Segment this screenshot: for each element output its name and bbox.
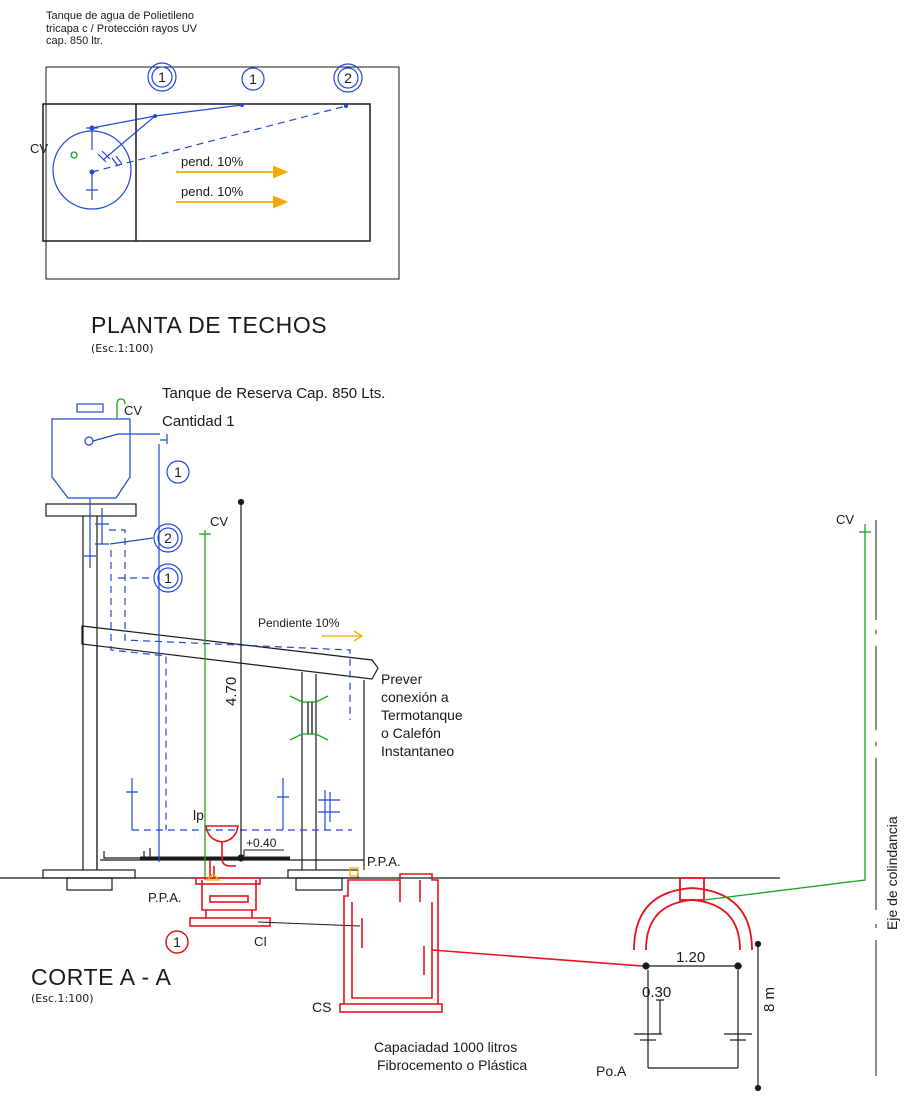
roof-tank-note-line-3: cap. 850 ltr. (46, 35, 103, 47)
section-marker-2: 2 (153, 523, 183, 553)
section-walls (42, 646, 365, 891)
roof-slope-arrow-2 (176, 195, 289, 209)
roof-slope-1: pend. 10% (181, 154, 244, 169)
ci-label: CI (254, 934, 267, 949)
section-cv-right: CV (836, 512, 854, 527)
roof-slope-2: pend. 10% (181, 184, 244, 199)
svg-text:1: 1 (158, 69, 166, 85)
heater-note: Prever conexión a Termotanque o Calefón … (381, 671, 463, 759)
tank-stand (45, 503, 137, 870)
svg-text:1: 1 (174, 464, 182, 480)
roof-tank-note-line-2: tricapa c / Protección rayos UV (46, 23, 198, 35)
svg-text:2: 2 (344, 70, 352, 86)
section-slope-label: Pendiente 10% (258, 616, 340, 630)
dim-depth-label: 8 m (761, 987, 778, 1012)
svg-text:Termotanque: Termotanque (381, 707, 463, 723)
cs-label: CS (312, 999, 331, 1015)
septic-note-line-1: Capaciadad 1000 litros (374, 1039, 517, 1055)
ppa-right-mark (349, 867, 359, 877)
roof-outline (45, 66, 400, 280)
poa-label: Po.A (596, 1063, 627, 1079)
roof-plan-title: PLANTA DE TECHOS (91, 312, 327, 338)
section-cv-mid: CV (210, 514, 228, 529)
svg-text:1: 1 (249, 71, 257, 87)
roof-plan-scale: (Esc.1:100) (91, 342, 154, 355)
height-dim-label: 4.70 (223, 677, 240, 706)
section-tank-title: Tanque de Reserva Cap. 850 Lts. (162, 385, 385, 402)
svg-text:Instantaneo: Instantaneo (381, 743, 454, 759)
boundary-label: Eje de colindancia (884, 816, 900, 930)
roof-marker-2: 2 (333, 63, 363, 93)
depth-dimension (754, 940, 762, 1092)
svg-text:2: 2 (164, 530, 172, 546)
tank-vent-pipe (116, 398, 126, 419)
roof-cv-label: CV (30, 141, 48, 156)
ppa-left-mark (205, 873, 221, 881)
section-a-a: Tanque de Reserva Cap. 850 Lts. Cantidad… (0, 385, 900, 1092)
dim-inner-label: 0.30 (642, 984, 671, 1001)
seepage-pit (634, 962, 752, 1069)
svg-text:Prever: Prever (381, 671, 423, 687)
roof-plan: Tanque de agua de Polietileno tricapa c … (30, 10, 400, 355)
svg-text:o Calefón: o Calefón (381, 725, 441, 741)
roof-slope-arrow-1 (176, 165, 289, 179)
seepage-pit-dome (633, 877, 753, 951)
roof-marker-1b: 1 (241, 67, 265, 91)
section-roof-slab (81, 625, 379, 680)
inspection-chamber (189, 860, 271, 927)
section-water-pipes (84, 444, 352, 862)
section-scale: (Esc.1:100) (31, 992, 94, 1005)
section-marker-1c: 1 (165, 930, 189, 954)
roof-slab (42, 103, 371, 242)
section-slope-arrow (322, 630, 364, 642)
lavatory (205, 825, 239, 867)
lavatory-label: lp (193, 807, 204, 823)
level-label: +0.40 (246, 836, 277, 850)
reserve-tank (51, 403, 168, 499)
section-marker-1b: 1 (153, 563, 183, 593)
septic-note-line-2: Fibrocemento o Plástica (377, 1057, 527, 1073)
svg-text:conexión a: conexión a (381, 689, 449, 705)
septic-tank (339, 873, 643, 1013)
roof-vent-dot (70, 151, 78, 159)
heater-fitting (289, 695, 329, 741)
svg-text:1: 1 (164, 570, 172, 586)
ppa-right-label: P.P.A. (367, 854, 401, 869)
height-dimension (237, 498, 245, 862)
ppa-left-label: P.P.A. (148, 890, 182, 905)
svg-text:1: 1 (173, 934, 181, 950)
section-cv-tank: CV (124, 403, 142, 418)
section-tank-qty: Cantidad 1 (162, 413, 235, 430)
roof-tank-note-line-1: Tanque de agua de Polietileno (46, 10, 194, 22)
vent-pipe-right (703, 524, 871, 901)
section-marker-1a: 1 (166, 460, 190, 484)
vent-pipe-mid (199, 530, 211, 880)
section-title: CORTE A - A (31, 964, 171, 990)
roof-marker-1a: 1 (147, 62, 177, 92)
dim-width-label: 1.20 (676, 949, 705, 966)
